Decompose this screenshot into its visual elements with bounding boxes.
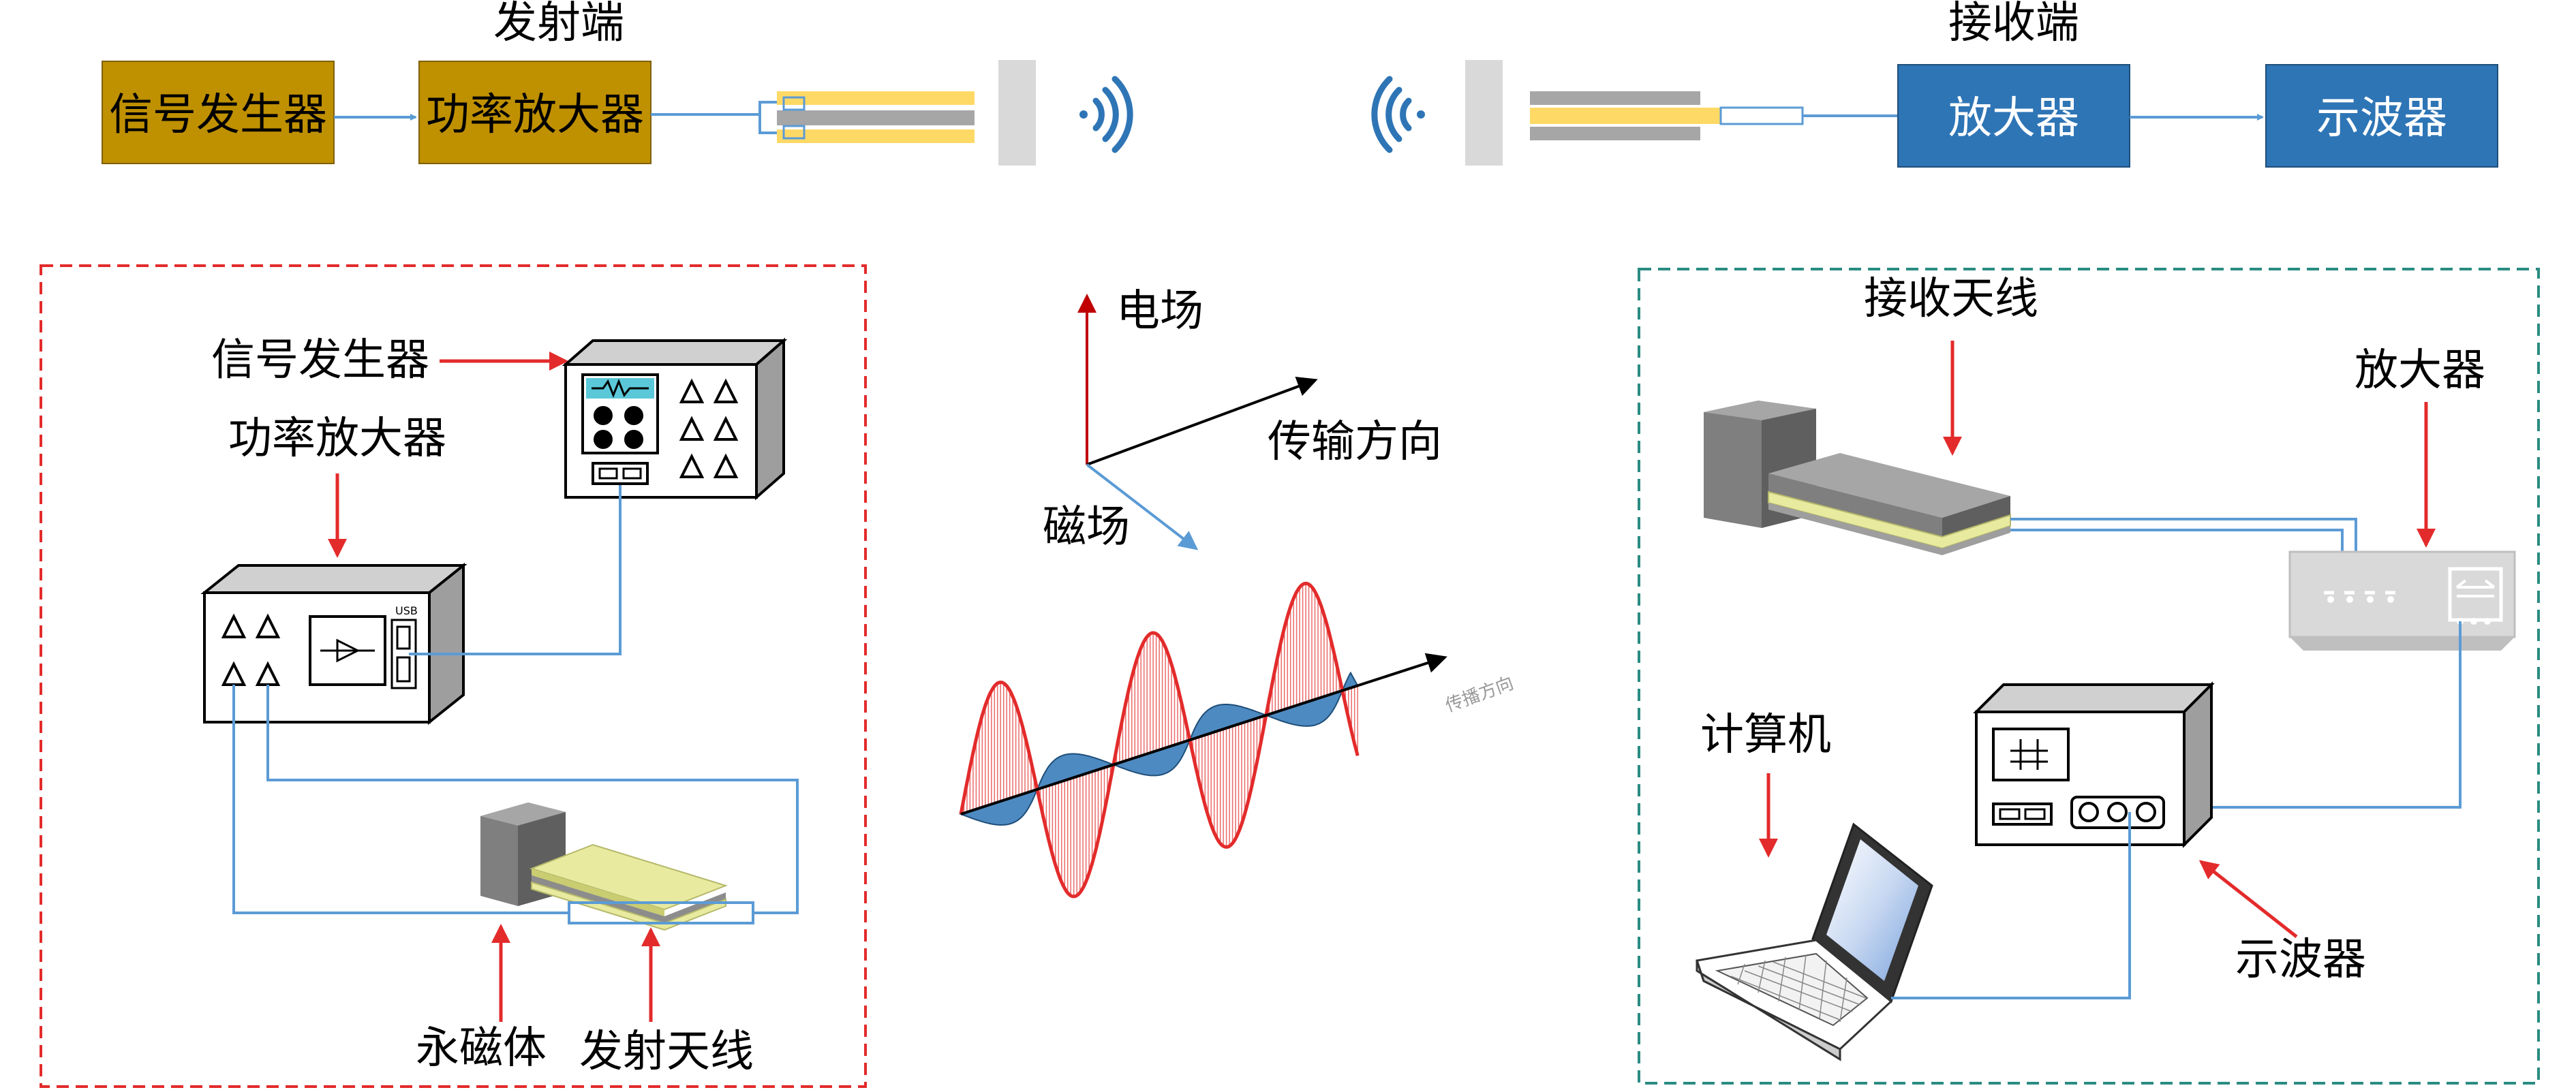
signal-emit-icon	[1079, 76, 1133, 153]
top-transmit-antenna	[651, 60, 1036, 166]
label-receive-antenna: 接收天线	[1864, 274, 2038, 324]
transmit-antenna-device	[480, 803, 754, 931]
wave-axis-label: 传播方向	[1443, 673, 1516, 717]
rx-box-oscilloscope: 示波器	[2265, 64, 2498, 168]
rx-box-amplifier: 放大器	[1897, 64, 2130, 168]
wire-scope-to-laptop	[1891, 812, 2131, 999]
oscilloscope-device	[1973, 681, 2215, 848]
transmit-title: 发射端	[493, 0, 624, 48]
amplifier-device	[2288, 550, 2516, 651]
power-amplifier-device	[200, 562, 467, 726]
em-wave-illustration	[959, 581, 1447, 899]
arrow	[2198, 860, 2298, 938]
wire-siggen-to-amp	[409, 485, 622, 655]
label-power-amplifier: 功率放大器	[228, 414, 446, 464]
tx-box-power-amplifier: 功率放大器	[418, 61, 651, 164]
transmit-panel-border	[40, 264, 867, 1088]
label-signal-generator: 信号发生器	[211, 335, 429, 386]
rx-box-label: 放大器	[1948, 93, 2079, 144]
laptop-device	[1696, 822, 1933, 1061]
electric-wave-hatch	[963, 583, 1358, 897]
tx-box-signal-generator: 信号发生器	[102, 61, 335, 164]
label-propagation-direction: 传输方向	[1268, 417, 1442, 467]
receive-antenna-device	[1704, 401, 2011, 555]
rx-box-label: 示波器	[2316, 93, 2447, 144]
receive-panel-border	[1638, 268, 2540, 1085]
label-computer: 计算机	[1700, 710, 1831, 760]
wave-axis	[960, 653, 1447, 815]
wire-amp-to-antenna-1	[232, 685, 569, 914]
label-electric-field: 电场	[1116, 286, 1203, 337]
field-axes	[1077, 294, 1318, 550]
label-amplifier: 放大器	[2355, 345, 2485, 396]
label-transmit-antenna: 发射天线	[579, 1027, 754, 1077]
tx-box-label: 功率放大器	[426, 90, 644, 140]
label-oscilloscope: 示波器	[2235, 935, 2366, 985]
usb-label: USB	[395, 604, 418, 617]
wire-amp-to-scope	[2177, 621, 2462, 809]
signal-generator-device	[562, 337, 788, 501]
label-magnetic-field: 磁场	[1043, 502, 1130, 552]
tx-box-label: 信号发生器	[109, 90, 327, 140]
receive-title: 接收端	[1948, 0, 2079, 48]
wire-amp-to-antenna-2	[266, 685, 799, 914]
signal-receive-icon	[1371, 76, 1425, 153]
electric-wave	[959, 581, 1360, 899]
label-permanent-magnet: 永磁体	[416, 1023, 547, 1074]
top-receive-antenna	[1465, 60, 1898, 166]
